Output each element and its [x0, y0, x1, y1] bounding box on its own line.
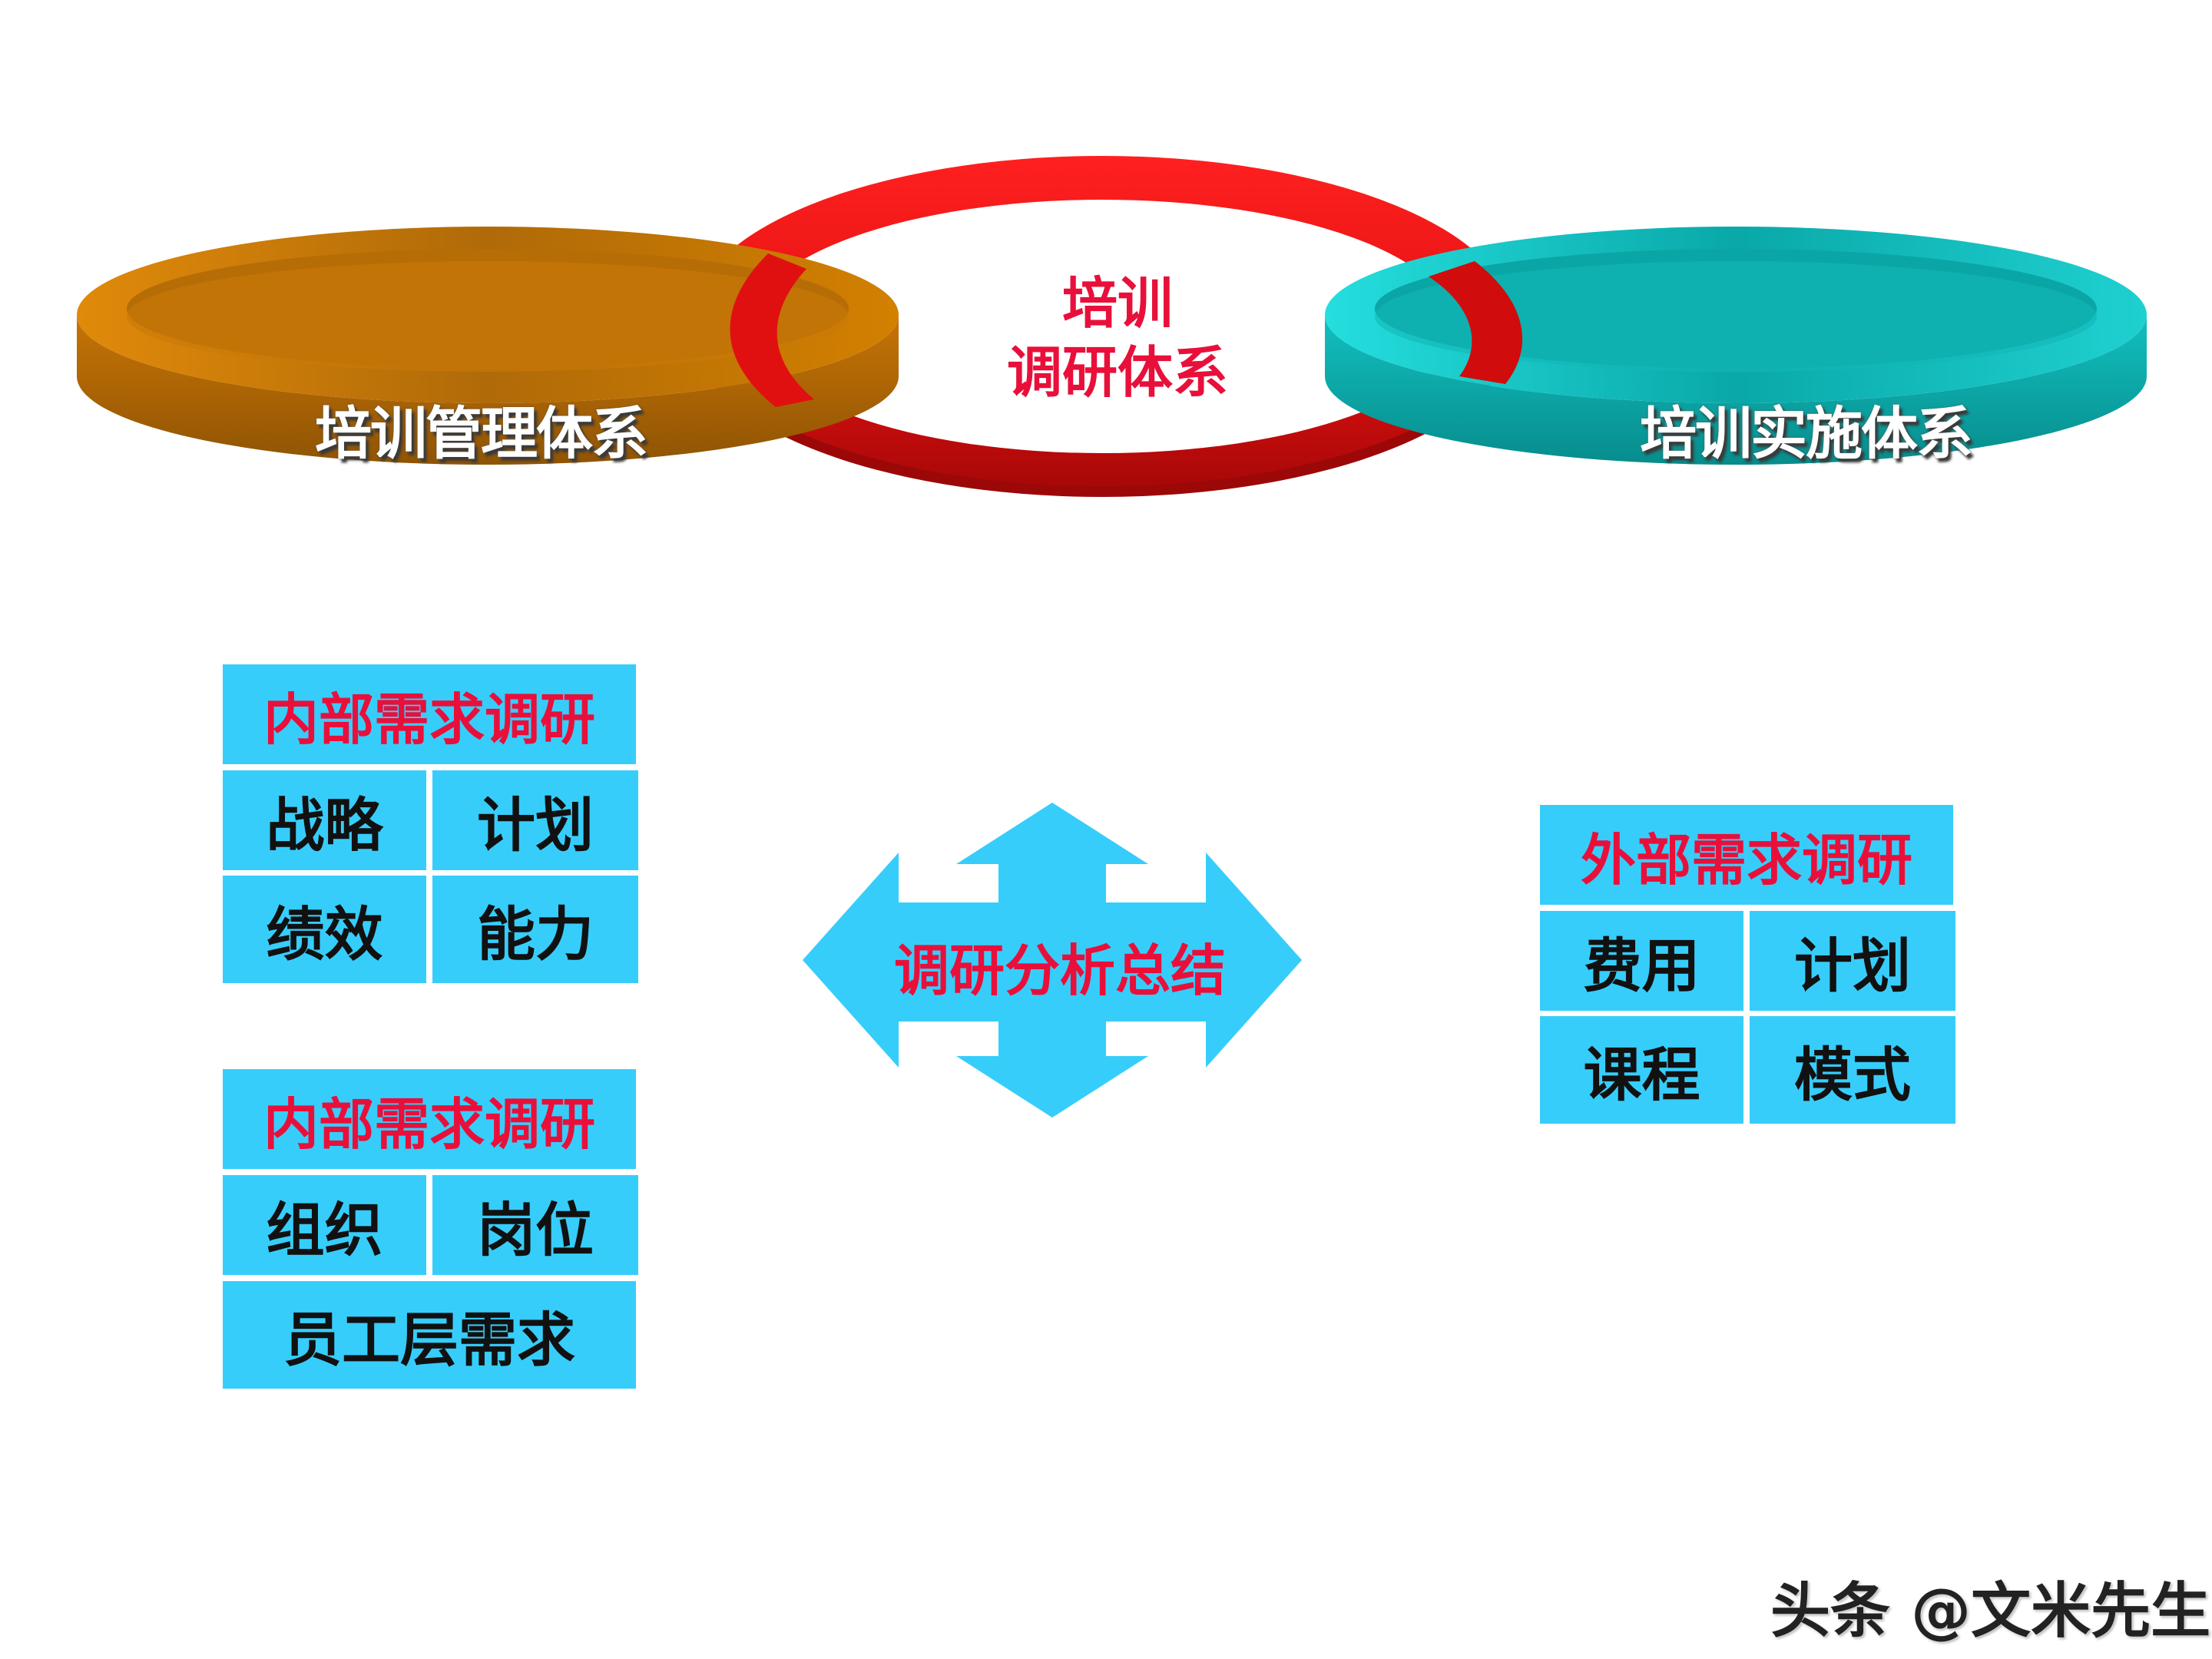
cell-employee-needs: 员工层需求	[223, 1281, 636, 1389]
cell-strategy: 战略	[223, 770, 426, 870]
orange-ring	[77, 227, 899, 465]
cell-mode: 模式	[1750, 1016, 1955, 1124]
cell-capability: 能力	[432, 876, 638, 983]
interlocking-rings-diagram	[77, 156, 2147, 497]
cell-cost: 费用	[1540, 911, 1743, 1011]
cell-position: 岗位	[432, 1175, 638, 1275]
internal-research-title-2: 内部需求调研	[223, 1069, 636, 1169]
external-research-title: 外部需求调研	[1540, 805, 1953, 905]
watermark: 头条 @文米先生	[1770, 1577, 2211, 1646]
red-ring	[691, 156, 1513, 497]
four-way-arrow-shape	[803, 803, 1302, 1118]
cell-plan: 计划	[432, 770, 638, 870]
red-ring-front-left	[730, 253, 814, 407]
red-ring-front-right	[1429, 261, 1523, 384]
analysis-summary-label: 调研分析总结	[893, 939, 1226, 1003]
cell-performance: 绩效	[223, 876, 426, 983]
cell-plan-external: 计划	[1750, 911, 1955, 1011]
ring-label-research-line1: 培训	[1061, 271, 1173, 336]
teal-ring	[1325, 227, 2147, 465]
ring-label-research-line2: 调研体系	[1006, 340, 1228, 405]
four-way-arrow-icon	[803, 803, 1302, 1118]
cell-course: 课程	[1540, 1016, 1743, 1124]
ring-label-management: 培训管理体系	[315, 401, 648, 467]
cell-organization: 组织	[223, 1175, 426, 1275]
internal-research-title-1: 内部需求调研	[223, 664, 636, 764]
ring-label-implementation: 培训实施体系	[1640, 401, 1973, 467]
